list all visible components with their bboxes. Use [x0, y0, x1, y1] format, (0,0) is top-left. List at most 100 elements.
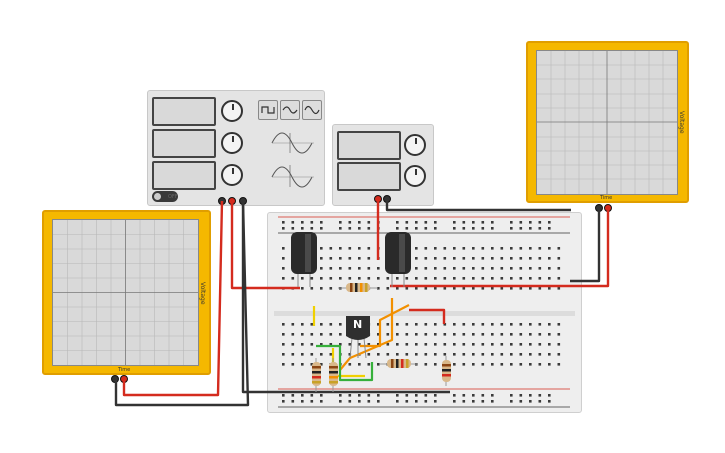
- breadboard-hole: [301, 277, 304, 280]
- fg-knob-offset[interactable]: [221, 164, 243, 186]
- breadboard-hole: [557, 287, 561, 290]
- breadboard-hole: [358, 394, 361, 397]
- square-wave-icon[interactable]: [258, 100, 278, 120]
- breadboard-hole: [462, 333, 466, 336]
- breadboard-hole: [491, 227, 494, 230]
- triangle-wave-icon[interactable]: [280, 100, 300, 120]
- breadboard-hole: [453, 227, 456, 230]
- scope-left-y-label: Voltage: [199, 282, 206, 305]
- breadboard-hole: [424, 277, 428, 280]
- breadboard-hole: [339, 323, 342, 326]
- breadboard-hole: [500, 287, 504, 290]
- breadboard-hole: [377, 394, 380, 397]
- breadboard-hole: [301, 227, 304, 230]
- breadboard-hole: [548, 363, 551, 366]
- breadboard-hole: [548, 333, 551, 336]
- breadboard-hole: [339, 353, 342, 356]
- fg-display-1: [152, 97, 216, 126]
- breadboard-holes: [274, 216, 575, 408]
- breadboard-hole: [301, 353, 304, 356]
- breadboard-hole: [529, 277, 532, 280]
- breadboard-hole: [500, 277, 504, 280]
- breadboard-hole: [320, 333, 323, 336]
- breadboard-hole: [481, 227, 485, 230]
- breadboard-hole: [291, 287, 295, 290]
- breadboard-hole: [367, 257, 371, 260]
- breadboard-hole: [291, 394, 295, 397]
- breadboard-hole: [462, 323, 466, 326]
- breadboard-hole: [453, 257, 456, 260]
- breadboard-hole: [386, 323, 390, 326]
- breadboard-hole: [548, 221, 551, 224]
- breadboard-hole: [291, 257, 295, 260]
- power-supply[interactable]: [332, 124, 434, 206]
- breadboard-hole: [329, 363, 333, 366]
- breadboard-hole: [358, 287, 361, 290]
- breadboard-hole: [282, 277, 285, 280]
- breadboard-hole: [291, 247, 295, 250]
- breadboard-hole: [348, 227, 352, 230]
- breadboard-hole: [434, 277, 437, 280]
- breadboard-hole: [339, 257, 342, 260]
- breadboard-hole: [282, 267, 285, 270]
- breadboard-hole: [529, 333, 532, 336]
- breadboard-hole: [519, 323, 523, 326]
- breadboard-hole: [453, 287, 456, 290]
- fg-knob-amplitude[interactable]: [221, 132, 243, 154]
- breadboard-hole: [301, 257, 304, 260]
- breadboard-hole: [472, 323, 475, 326]
- oscilloscope-right[interactable]: Voltage Time: [526, 41, 689, 203]
- breadboard-hole: [310, 277, 314, 280]
- breadboard-hole: [462, 343, 466, 346]
- breadboard-hole: [282, 221, 285, 224]
- breadboard-hole: [405, 257, 409, 260]
- breadboard-hole: [548, 353, 551, 356]
- breadboard-hole: [500, 247, 504, 250]
- sine-wave-icon[interactable]: [302, 100, 322, 120]
- breadboard-hole: [339, 277, 342, 280]
- breadboard-hole: [291, 363, 295, 366]
- breadboard-hole: [348, 353, 352, 356]
- breadboard-hole: [310, 221, 314, 224]
- breadboard-hole: [491, 277, 494, 280]
- breadboard-hole: [529, 353, 532, 356]
- breadboard-hole: [339, 247, 342, 250]
- breadboard-hole: [453, 353, 456, 356]
- breadboard-hole: [348, 394, 352, 397]
- oscilloscope-left[interactable]: Voltage Time: [42, 210, 211, 375]
- breadboard-hole: [358, 227, 361, 230]
- breadboard-hole: [472, 343, 475, 346]
- breadboard-hole: [491, 287, 494, 290]
- breadboard-hole: [424, 333, 428, 336]
- fg-knob-frequency[interactable]: [221, 100, 243, 122]
- fg-power-toggle[interactable]: [152, 191, 178, 202]
- breadboard-hole: [510, 257, 513, 260]
- breadboard-hole: [348, 221, 352, 224]
- breadboard-hole: [396, 277, 399, 280]
- breadboard-hole: [548, 227, 551, 230]
- breadboard-hole: [529, 343, 532, 346]
- breadboard-hole: [519, 400, 523, 403]
- breadboard-hole: [481, 257, 485, 260]
- breadboard-hole: [339, 343, 342, 346]
- breadboard-hole: [329, 323, 333, 326]
- breadboard-hole: [453, 343, 456, 346]
- breadboard-hole: [557, 363, 561, 366]
- breadboard-hole: [320, 394, 323, 397]
- breadboard-hole: [453, 267, 456, 270]
- breadboard-hole: [377, 343, 380, 346]
- breadboard-hole: [491, 400, 494, 403]
- breadboard-hole: [301, 287, 304, 290]
- breadboard-hole: [481, 247, 485, 250]
- psu-knob-current[interactable]: [404, 165, 426, 187]
- breadboard-hole: [396, 287, 399, 290]
- breadboard-hole: [301, 343, 304, 346]
- breadboard[interactable]: [267, 212, 582, 413]
- breadboard-hole: [424, 257, 428, 260]
- function-generator[interactable]: OFF: [147, 90, 325, 206]
- psu-knob-voltage[interactable]: [404, 134, 426, 156]
- breadboard-hole: [510, 400, 513, 403]
- breadboard-hole: [462, 267, 466, 270]
- breadboard-hole: [405, 400, 409, 403]
- breadboard-hole: [377, 277, 380, 280]
